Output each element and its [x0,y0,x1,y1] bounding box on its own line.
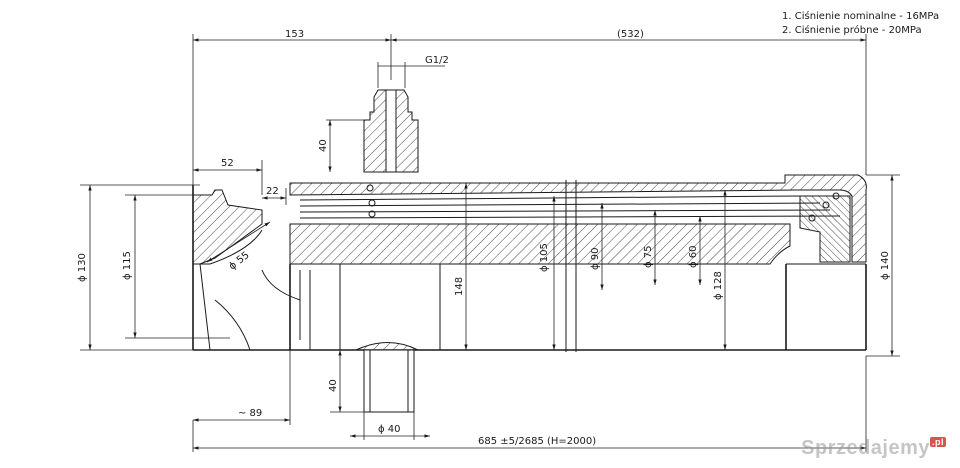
note-2: 2. Ciśnienie próbne - 20MPa [782,24,922,36]
dim-phi115: ϕ 115 [122,251,133,280]
dim-phi130: ϕ 130 [77,253,88,282]
note-1: 1. Ciśnienie nominalne - 16MPa [782,10,939,22]
dim-g12: G1/2 [425,55,449,66]
dim-22: 22 [266,186,279,197]
dim-40-bottom: 40 [328,379,339,392]
dim-153: 153 [285,29,304,40]
dim-phi55: ϕ 55 [227,250,252,273]
watermark-text: Sprzedajemy [801,437,930,459]
watermark: Sprzedajemy.pl [801,437,946,460]
dim-89: ~ 89 [238,408,262,419]
dim-phi40: ϕ 40 [378,424,401,435]
dim-40-top: 40 [318,139,329,152]
dim-phi128: ϕ 128 [713,271,724,300]
cylinder-body [192,174,867,352]
dim-phi90: ϕ 90 [590,248,601,271]
bottom-pin [355,342,419,413]
port-fitting [363,89,419,173]
dim-52: 52 [221,158,234,169]
dim-phi105: ϕ 105 [539,243,550,272]
top-dimensions [192,34,867,185]
dim-532: (532) [617,29,644,40]
dim-148: 148 [454,277,465,296]
dim-total: 685 ±5/2685 (H=2000) [478,436,596,447]
watermark-badge: .pl [930,437,946,447]
dim-phi140: ϕ 140 [880,251,891,280]
dim-phi60: ϕ 60 [688,246,699,269]
dim-phi75: ϕ 75 [643,246,654,269]
